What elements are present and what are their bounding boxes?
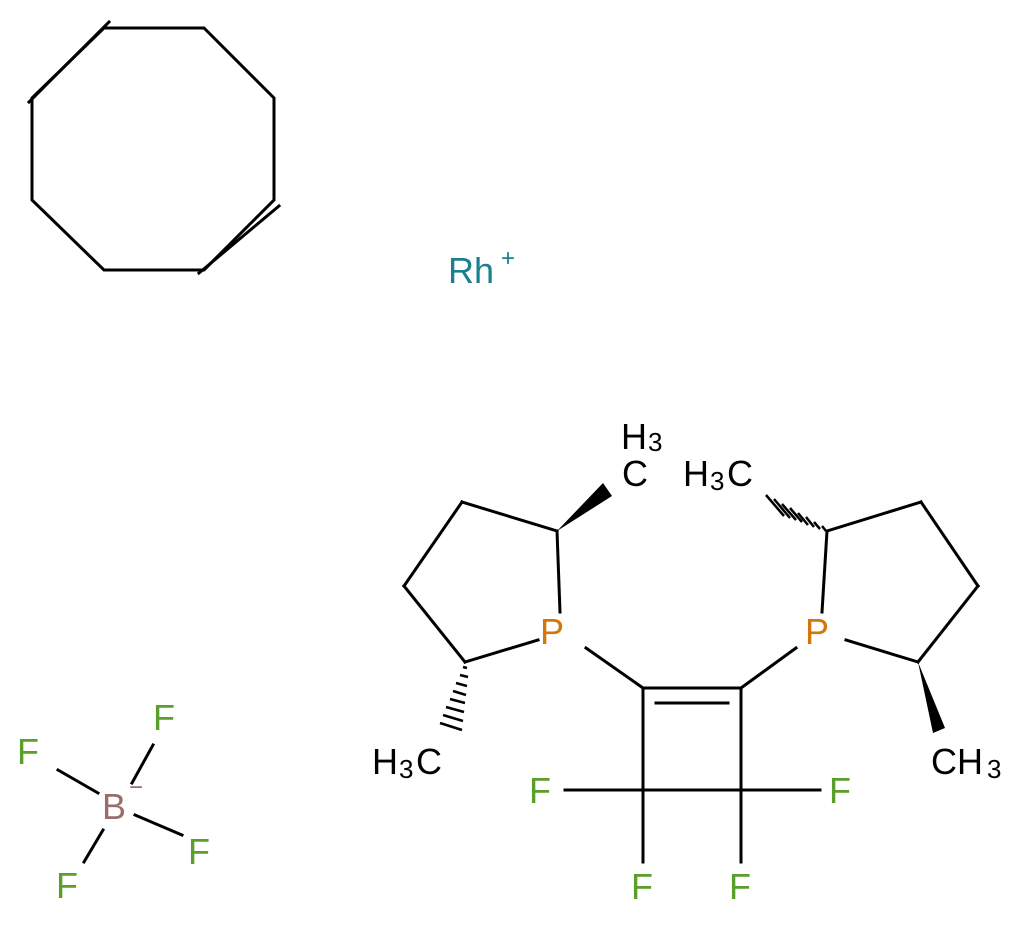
rp-c2-c3 (825, 500, 923, 533)
boron-charge: − (129, 774, 143, 801)
methyl-bottom-right-n: 3 (987, 754, 1001, 784)
b-f-bond-2 (55, 767, 101, 796)
bf4-f-left: F (17, 731, 39, 772)
b-f-bond-3 (133, 813, 184, 837)
methyl-top-left-n: 3 (648, 427, 662, 457)
methyl-top-left-h: H (621, 416, 647, 457)
rhodium-cation: Rh + (448, 245, 515, 291)
lp-c4-c5 (401, 583, 468, 665)
methyl-top-right-n: 3 (710, 466, 724, 496)
b-f-bond-4 (81, 827, 106, 865)
cb-f-bottom-right: F (729, 866, 751, 907)
bf4-f-top: F (153, 697, 175, 738)
cb-f-right: F (829, 770, 851, 811)
cyclooctadiene (26, 19, 282, 276)
lp-hash-bottom (439, 665, 469, 732)
methyl-top-right-c: C (727, 453, 753, 494)
rh-symbol: Rh (448, 250, 494, 291)
boron-symbol: B (102, 786, 126, 827)
tetrafluoroborate: B − F F F F (17, 697, 210, 906)
methyl-bottom-right-ch: CH (931, 741, 983, 782)
lp-wedge-top (557, 483, 612, 531)
methyl-top-right-h: H (683, 453, 709, 494)
methyl-bottom-left-h: H (372, 741, 398, 782)
cod-double-bond-2 (196, 203, 282, 276)
bf4-f-right: F (188, 831, 210, 872)
rp-c4-c5 (915, 583, 981, 665)
methyl-bottom-left-n: 3 (399, 754, 413, 784)
cod-double-bond-1 (26, 19, 112, 105)
right-p-symbol: P (805, 611, 829, 652)
rp-p-c2 (820, 529, 829, 614)
rh-charge: + (501, 245, 515, 272)
rp-wedge-bottom (918, 662, 945, 733)
bf4-f-bottom: F (56, 865, 78, 906)
p-right-to-c2 (738, 645, 799, 691)
b-f-bond-1 (129, 742, 156, 786)
methyl-bottom-left-c: C (416, 741, 442, 782)
methyl-top-right: H 3 C (683, 453, 753, 496)
p-left-to-c1 (583, 645, 646, 691)
lp-c2-c3 (460, 500, 559, 533)
cb-f-bottom-left: F (631, 866, 653, 907)
methyl-top-left: H 3 C (621, 416, 662, 494)
lp-c5-p (463, 638, 540, 664)
left-phospholane: P (401, 483, 612, 732)
lp-p-c2 (555, 529, 562, 614)
rp-hash-top (765, 494, 827, 532)
cb-f-left: F (529, 770, 551, 811)
left-p-symbol: P (540, 611, 564, 652)
lp-c3-c4 (401, 499, 465, 589)
rp-c5-p (844, 638, 920, 664)
methyl-top-left-c: C (622, 453, 648, 494)
rp-c3-c4 (918, 499, 981, 589)
methyl-bottom-right: CH 3 (931, 741, 1001, 784)
methyl-bottom-left: H 3 C (372, 741, 442, 784)
cyclobutene-core: F F F F (529, 645, 851, 907)
right-phospholane: P (765, 494, 981, 733)
